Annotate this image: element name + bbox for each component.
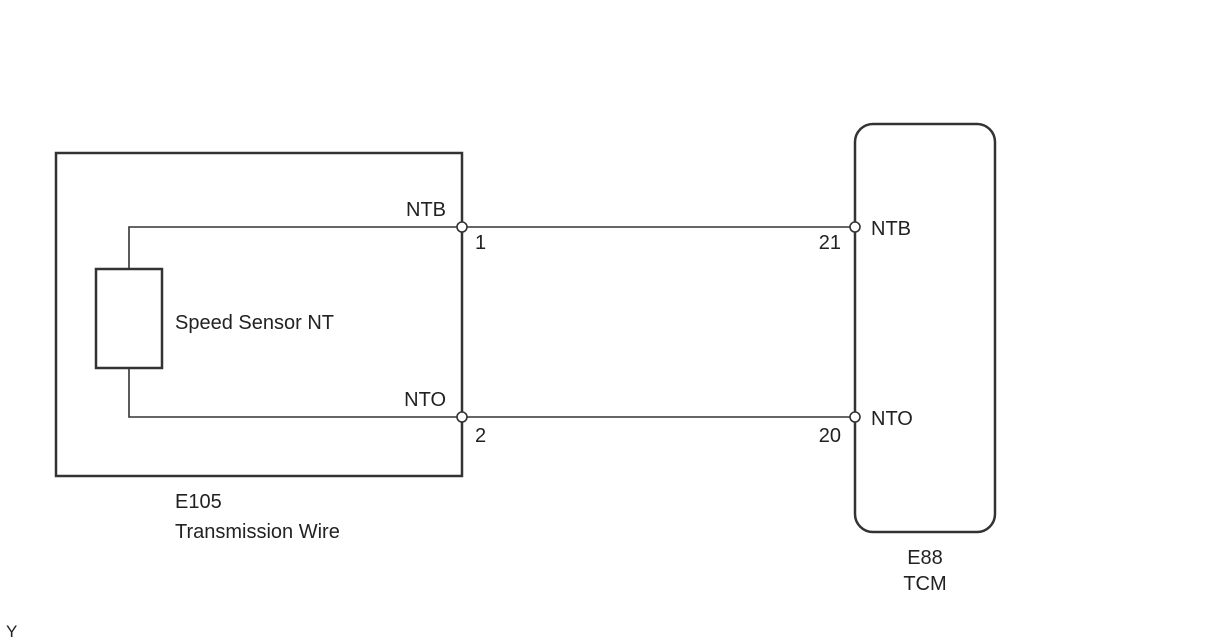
connector-e88-id: E88 (907, 547, 943, 569)
left-signal-nto: NTO (404, 389, 446, 411)
connector-e88-box (853, 122, 997, 534)
sensor-label: Speed Sensor NT (175, 312, 334, 334)
right-signal-nto: NTO (871, 408, 913, 430)
left-pin-1: 1 (475, 232, 486, 254)
sensor-lead-bottom (128, 368, 462, 418)
sensor-lead-top (128, 226, 462, 269)
pin-terminal-20 (849, 411, 861, 423)
connector-e88-name: TCM (903, 573, 946, 595)
right-signal-ntb: NTB (871, 218, 911, 240)
right-pin-21: 21 (819, 232, 841, 254)
connector-e105-name: Transmission Wire (175, 521, 340, 543)
right-pin-20: 20 (819, 425, 841, 447)
corner-mark: Y (6, 622, 17, 641)
pin-terminal-2 (456, 411, 468, 423)
speed-sensor-element (94, 267, 164, 370)
connector-e105-box (54, 151, 464, 478)
pin-terminal-1 (456, 221, 468, 233)
left-pin-2: 2 (475, 425, 486, 447)
left-signal-ntb: NTB (406, 199, 446, 221)
connector-e105-id: E105 (175, 491, 222, 513)
pin-terminal-21 (849, 221, 861, 233)
